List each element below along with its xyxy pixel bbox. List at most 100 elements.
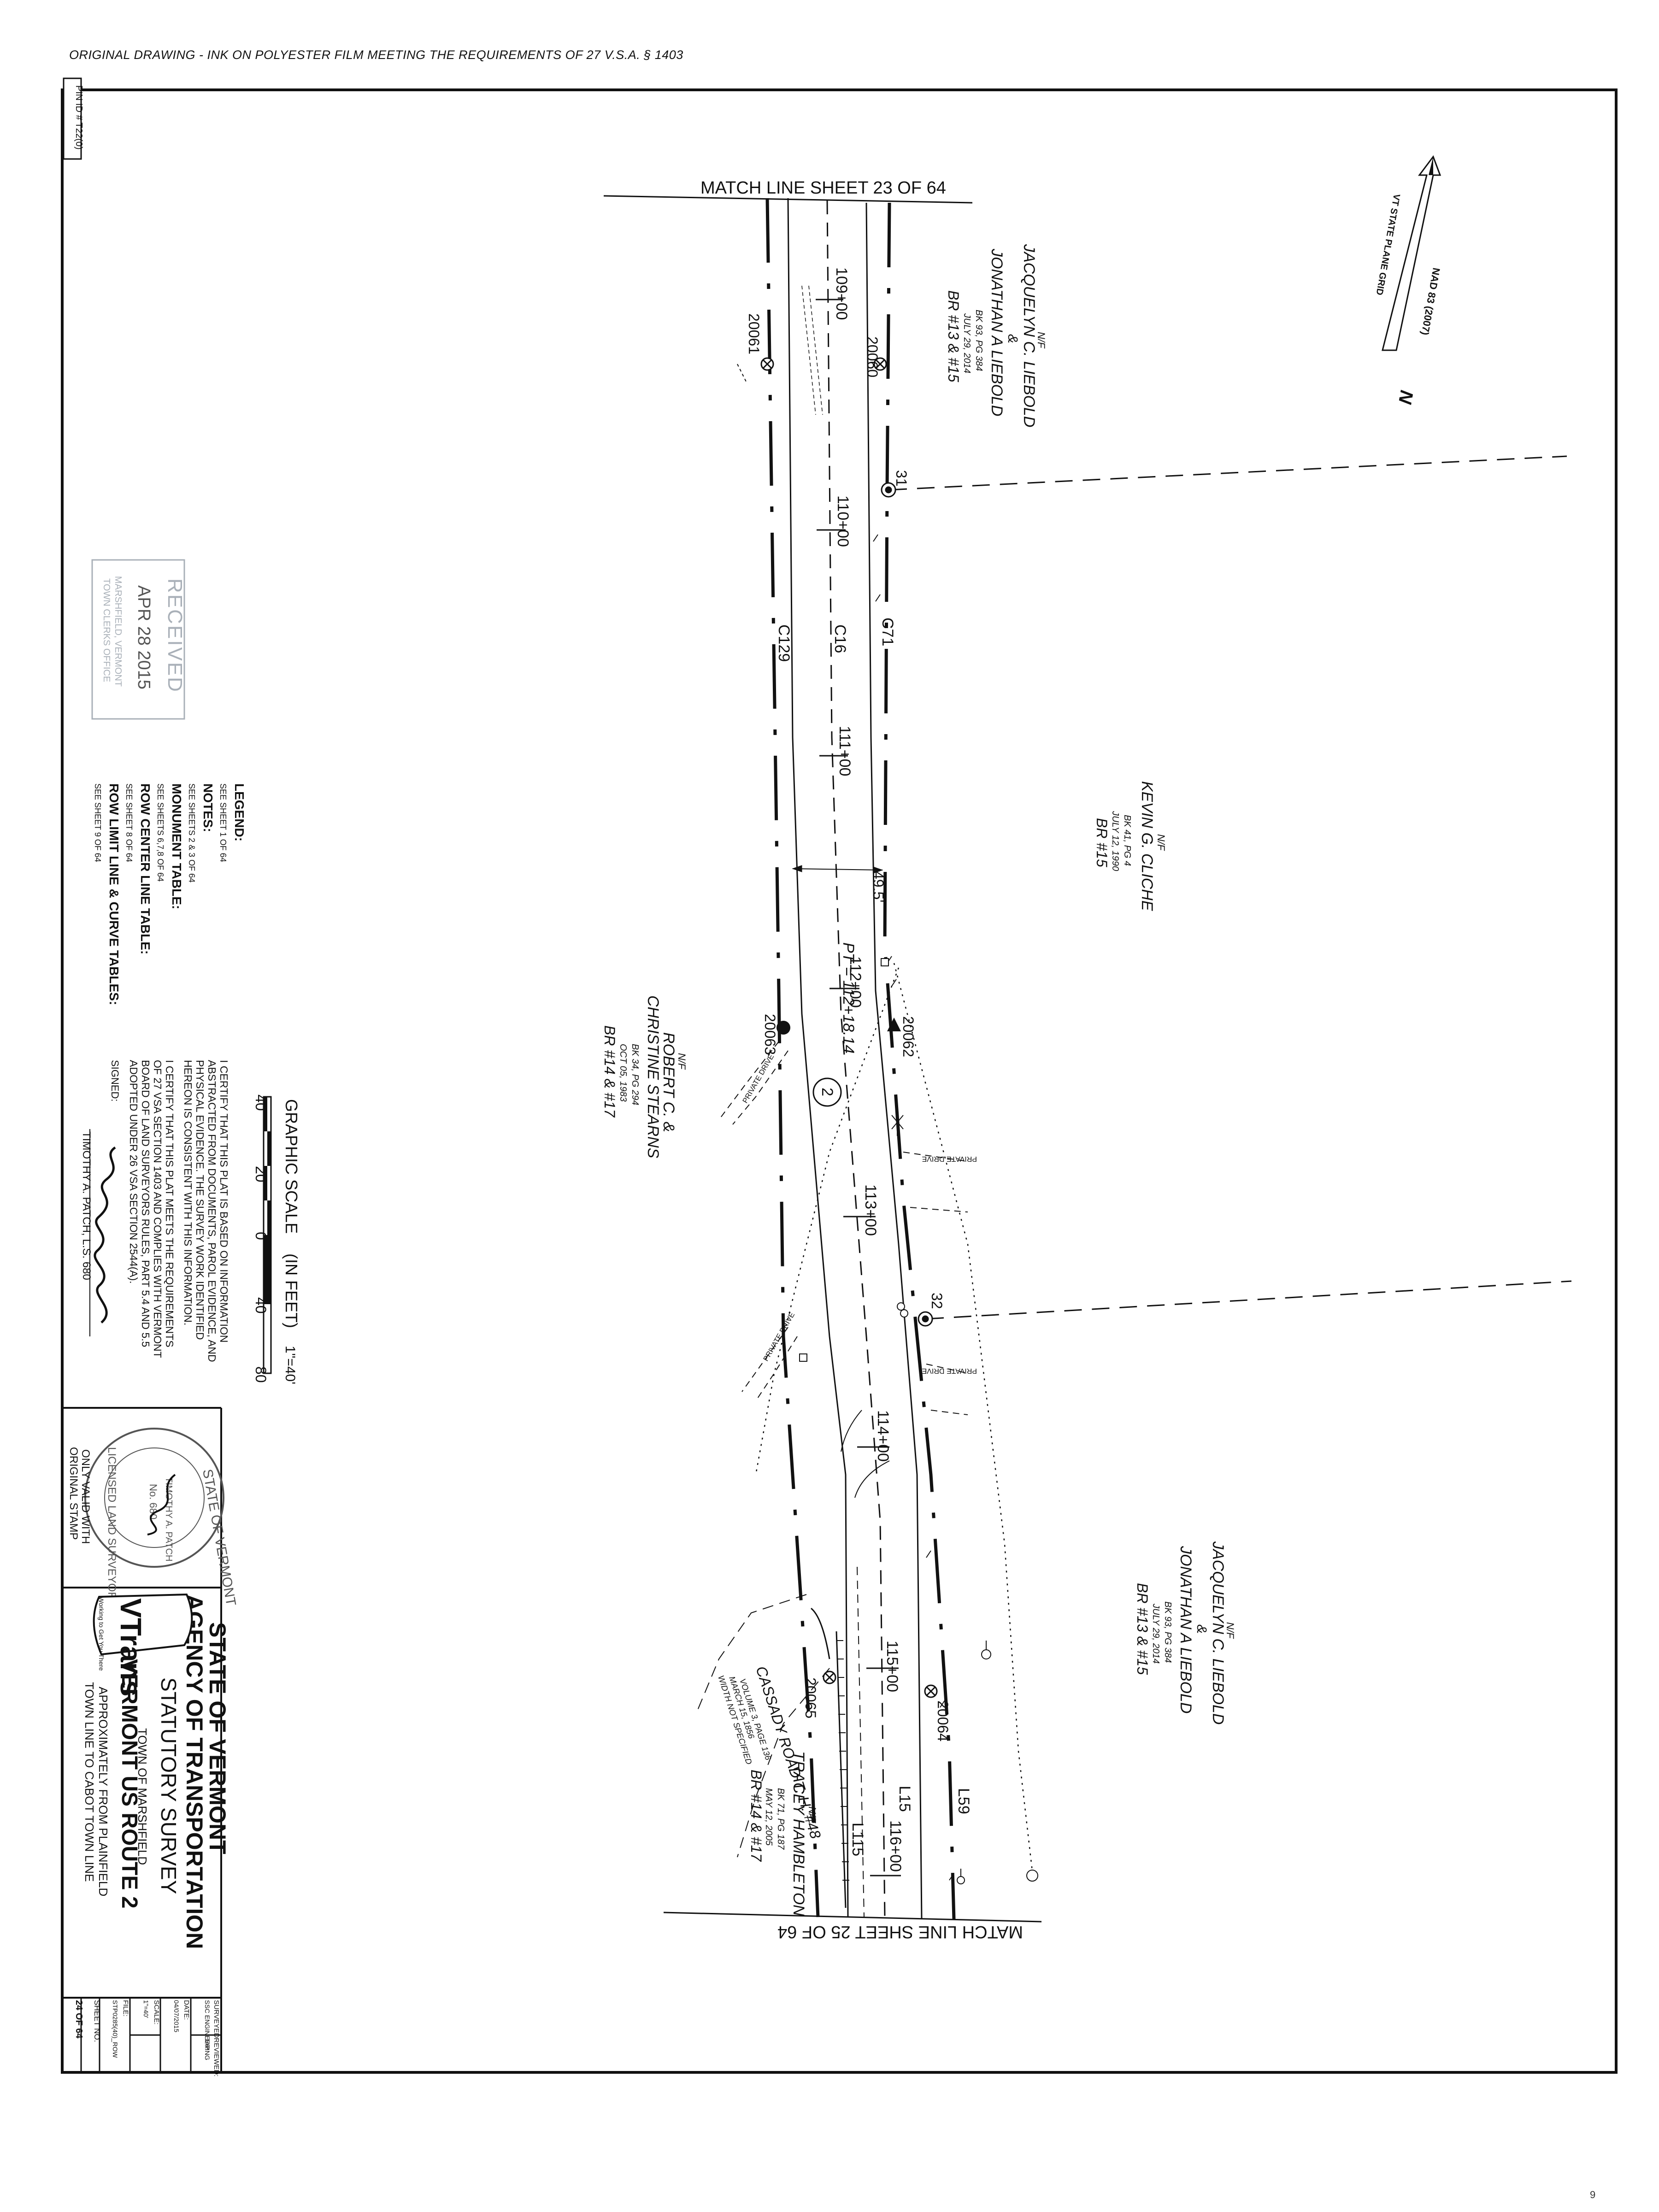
station-labels: 109+00 110+00 111+00 112+00 113+00 114+0… — [833, 267, 904, 1872]
width-label: 49.5' — [870, 871, 887, 902]
station-111: 111+00 — [836, 726, 853, 776]
svg-text:STP0285(40)_ROW: STP0285(40)_ROW — [112, 2000, 119, 2058]
svg-text:BOARD OF LAND SURVEYORS RULES,: BOARD OF LAND SURVEYORS RULES, PART 5.4 … — [140, 1060, 152, 1347]
line-label-l59: L59 — [955, 1788, 972, 1814]
svg-text:TIMOTHY A. PATCH, L.S. 680: TIMOTHY A. PATCH, L.S. 680 — [80, 1131, 93, 1280]
parcel-cliche: N/F KEVIN G. CLICHE BK 41, PG 4 JULY 12,… — [1094, 781, 1167, 911]
svg-text:N/F: N/F — [806, 1806, 818, 1824]
svg-text:MAY 12, 2005: MAY 12, 2005 — [764, 1788, 774, 1846]
info-cells: SURVEYED: SSC ENGINEERING REVIEWED: TAP … — [74, 1998, 221, 2077]
svg-text:&: & — [1005, 334, 1020, 343]
point-label-20062: 20062 — [900, 1016, 917, 1057]
svg-text:VERMONT US ROUTE 2: VERMONT US ROUTE 2 — [117, 1659, 141, 1908]
road-annotations: PT = 112+18.14 2 49.5' C71 C16 C129 L59 … — [741, 313, 977, 1856]
svg-text:ONLY VALID WITH: ONLY VALID WITH — [79, 1449, 92, 1544]
svg-text:SEE SHEETS 6,7,8 OF 64: SEE SHEETS 6,7,8 OF 64 — [156, 783, 165, 882]
edge-left — [787, 198, 849, 1918]
svg-text:BK 41, PG 4: BK 41, PG 4 — [1122, 815, 1132, 866]
match-line-bottom — [663, 1912, 1042, 1923]
station-109: 109+00 — [833, 267, 850, 320]
svg-text:ROBERT C. &: ROBERT C. & — [660, 1032, 677, 1132]
svg-text:SURVEYED:: SURVEYED: — [212, 2000, 220, 2040]
svg-text:I CERTIFY THAT THIS PLAT MEETS: I CERTIFY THAT THIS PLAT MEETS THE REQUI… — [164, 1060, 176, 1347]
svg-text:1"=40': 1"=40' — [282, 1346, 298, 1384]
svg-text:0: 0 — [253, 1232, 269, 1240]
pt-label: PT = 112+18.14 — [840, 942, 857, 1053]
svg-text:SIGNED:: SIGNED: — [109, 1060, 121, 1101]
road-centerline — [826, 200, 886, 1918]
svg-text:NOTES:: NOTES: — [201, 783, 215, 832]
svg-text:SSC ENGINEERING: SSC ENGINEERING — [204, 2000, 211, 2060]
svg-text:OF 27 VSA SECTION 1403 AND COM: OF 27 VSA SECTION 1403 AND COMPLIES WITH… — [152, 1060, 164, 1358]
width-dimension — [792, 868, 883, 871]
svg-text:ORIGINAL STAMP: ORIGINAL STAMP — [67, 1447, 80, 1540]
point-label-20061: 20061 — [746, 313, 762, 354]
svg-text:SEE SHEET 1 OF 64: SEE SHEET 1 OF 64 — [218, 783, 228, 862]
svg-text:40: 40 — [253, 1297, 269, 1314]
svg-text:REVIEWED:: REVIEWED: — [212, 2038, 220, 2077]
point-label-20060: 20060 — [864, 336, 881, 377]
centerline-number: 2 — [818, 1088, 836, 1096]
svg-text:BK 93, PG 384: BK 93, PG 384 — [1163, 1601, 1173, 1663]
svg-text:BK 71, PG 187: BK 71, PG 187 — [776, 1788, 786, 1850]
station-115: 115+00 — [883, 1641, 901, 1692]
svg-text:ROW LIMIT LINE & CURVE TABLES:: ROW LIMIT LINE & CURVE TABLES: — [107, 783, 121, 1005]
svg-text:N/F: N/F — [1035, 332, 1047, 349]
station-114: 114+00 — [874, 1410, 892, 1462]
svg-text:SCALE:: SCALE: — [153, 2000, 160, 2024]
parcel-liebold-bottom: N/F JACQUELYN C. LIEBOLD & JONATHAN A LI… — [1134, 1541, 1236, 1724]
svg-text:APR 28 2015: APR 28 2015 — [134, 585, 153, 689]
property-line-32 — [926, 1280, 1572, 1320]
svg-text:APPROXIMATELY FROM PLAINFIELD: APPROXIMATELY FROM PLAINFIELD — [96, 1687, 110, 1896]
parcel-hambleton: N/F TRACEY HAMBLETON BK 71, PG 187 MAY 1… — [748, 1751, 818, 1916]
surveyor-signature — [94, 1146, 116, 1324]
svg-text:TRACEY HAMBLETON: TRACEY HAMBLETON — [790, 1751, 807, 1916]
point-label-20063: 20063 — [762, 1014, 778, 1055]
svg-text:SEE SHEET 8 OF 64: SEE SHEET 8 OF 64 — [124, 783, 134, 862]
svg-text:Working to Get You There: Working to Get You There — [98, 1597, 105, 1671]
svg-text:PHYSICAL EVIDENCE. THE SURVEY: PHYSICAL EVIDENCE. THE SURVEY WORK IDENT… — [194, 1060, 206, 1340]
point-20063-marker — [777, 1021, 790, 1035]
monument-label-31: 31 — [893, 470, 910, 487]
svg-text:JULY 29, 2014: JULY 29, 2014 — [962, 313, 972, 373]
svg-text:BR #13 & #15: BR #13 & #15 — [945, 290, 962, 382]
svg-text:N/F: N/F — [1155, 834, 1167, 851]
svg-text:OCT 05, 1983: OCT 05, 1983 — [618, 1044, 628, 1102]
svg-text:JACQUELYN C. LIEBOLD: JACQUELYN C. LIEBOLD — [1020, 244, 1038, 427]
svg-text:N/F: N/F — [1224, 1622, 1236, 1639]
fence-ticks — [873, 534, 954, 1881]
survey-points — [760, 357, 1038, 1884]
svg-text:SEE SHEET 9 OF 64: SEE SHEET 9 OF 64 — [93, 783, 102, 862]
svg-text:TOWN CLERKS OFFICE: TOWN CLERKS OFFICE — [101, 578, 112, 682]
svg-text:SHEET NO.: SHEET NO. — [93, 2000, 101, 2042]
sheet-border — [61, 88, 1618, 2074]
svg-text:N/F: N/F — [676, 1053, 688, 1070]
monument-32-marker — [918, 1311, 933, 1327]
svg-text:FILE:: FILE: — [122, 2000, 129, 2017]
svg-text:RECEIVED: RECEIVED — [164, 578, 186, 693]
point-20062-marker — [887, 1018, 901, 1031]
svg-text:STATE OF VERMONT: STATE OF VERMONT — [200, 1468, 239, 1607]
svg-text:ROW CENTER LINE TABLE:: ROW CENTER LINE TABLE: — [138, 783, 153, 954]
station-112: 112+00 — [847, 956, 864, 1008]
svg-text:TIMOTHY A. PATCH: TIMOTHY A. PATCH — [164, 1477, 174, 1561]
graphic-scale: GRAPHIC SCALE (IN FEET) 1"=40' 40 20 0 4… — [253, 1094, 301, 1384]
private-drive-label-3: PRIVATE DRIVE — [741, 1053, 776, 1105]
svg-text:I CERTIFY THAT THIS PLAT IS BA: I CERTIFY THAT THIS PLAT IS BASED ON INF… — [218, 1060, 230, 1342]
pole-marker — [891, 1108, 904, 1136]
svg-text:PIN ID # T22(0): PIN ID # T22(0) — [74, 85, 84, 150]
curve-label-c16: C16 — [831, 624, 849, 653]
property-line-31 — [889, 455, 1567, 491]
tangent-line — [857, 1566, 865, 1918]
svg-text:(IN FEET): (IN FEET) — [282, 1253, 301, 1328]
certification-block: I CERTIFY THAT THIS PLAT IS BASED ON INF… — [80, 1060, 230, 1362]
svg-text:MARSHFIELD, VERMONT: MARSHFIELD, VERMONT — [113, 576, 123, 687]
match-line-bottom-label: MATCH LINE SHEET 25 OF 64 — [777, 1922, 1023, 1941]
point-20061-marker — [760, 357, 774, 371]
north-arrow-letter: N — [1394, 388, 1417, 406]
vtrans-logo: VTrans Working to Get You There — [93, 1593, 193, 1696]
line-label-l15: L15 — [896, 1786, 913, 1812]
page-number: 9 — [1590, 2189, 1596, 2200]
svg-text:GRAPHIC SCALE: GRAPHIC SCALE — [282, 1099, 301, 1234]
